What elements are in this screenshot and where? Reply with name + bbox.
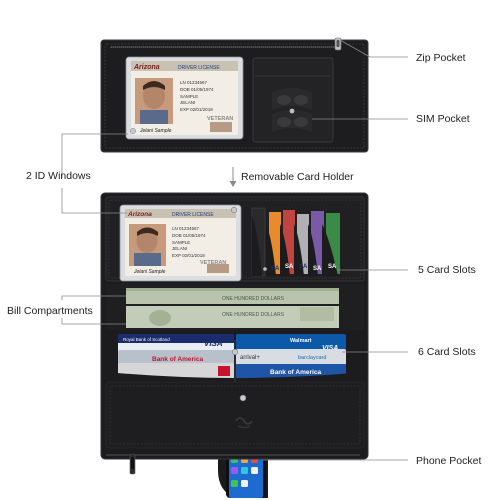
snap-button-icon[interactable] xyxy=(239,394,247,402)
card-brand: SA xyxy=(285,264,294,270)
card-brand: arrival+ xyxy=(240,355,260,361)
id-last-name: SAMPLE xyxy=(172,240,190,245)
id-type: DRIVER LICENSE xyxy=(178,65,220,71)
card-brand: SA xyxy=(328,264,337,270)
callout-line-id-windows-top xyxy=(61,133,128,178)
id-window-top: Arizona DRIVER LICENSE LN 01234567 DOB 0… xyxy=(125,56,244,140)
label-sim-pocket: SIM Pocket xyxy=(416,113,470,125)
svg-text:Jelani Sample: Jelani Sample xyxy=(139,128,172,134)
card-brand: SA xyxy=(313,266,322,272)
id-type: DRIVER LICENSE xyxy=(172,212,214,218)
callout-line-id-windows xyxy=(61,188,127,214)
card-brand: Royal Bank of Scotland xyxy=(123,337,170,342)
banknote xyxy=(126,306,339,328)
card-brand: VISA xyxy=(204,339,223,348)
svg-text:DOB 01/05/1974: DOB 01/05/1974 xyxy=(180,87,214,92)
bill-text: ONE HUNDRED DOLLARS xyxy=(222,296,285,302)
card-brand: Walmart xyxy=(290,338,312,344)
id-first-name: JELANI xyxy=(172,246,187,251)
id-veteran: VETERAN xyxy=(207,116,233,122)
svg-text:LN 01234567: LN 01234567 xyxy=(180,80,208,85)
svg-text:EXP 02/01/2018: EXP 02/01/2018 xyxy=(172,253,205,258)
callout-line-bill-top xyxy=(61,295,126,300)
id-veteran: VETERAN xyxy=(200,260,226,266)
callout-lines xyxy=(61,39,408,461)
five-card-slots: SA SA SA SA SA xyxy=(251,207,340,277)
wallet-flap xyxy=(105,381,365,449)
callout-line-bill-bottom xyxy=(61,318,126,325)
card: arrival+ barclaycard xyxy=(236,349,346,365)
label-phone-pocket: Phone Pocket xyxy=(416,455,482,467)
svg-text:EXP 02/01/2018: EXP 02/01/2018 xyxy=(180,107,213,112)
snap-button-icon[interactable] xyxy=(130,128,136,134)
svg-text:LN 01234567: LN 01234567 xyxy=(172,226,200,231)
open-wallet: Arizona DRIVER LICENSE LN 01234567 DOB 0… xyxy=(100,192,369,498)
down-arrow-icon xyxy=(229,167,237,187)
sim-holder xyxy=(272,88,312,132)
zip-puller-icon[interactable] xyxy=(129,453,136,475)
id-window-bottom: Arizona DRIVER LICENSE LN 01234567 DOB 0… xyxy=(119,204,242,282)
id-last-name: SAMPLE xyxy=(180,94,198,99)
zip-puller-icon[interactable] xyxy=(334,37,342,51)
svg-text:Jelani Sample: Jelani Sample xyxy=(133,269,166,275)
label-zip-pocket: Zip Pocket xyxy=(416,52,466,64)
id-state: Arizona xyxy=(133,64,160,71)
card-brand: VISA xyxy=(322,345,338,352)
label-5-card-slots: 5 Card Slots xyxy=(418,264,476,276)
label-6-card-slots: 6 Card Slots xyxy=(418,346,476,358)
card-brand: SA xyxy=(271,266,280,272)
snap-button-icon[interactable] xyxy=(231,348,239,356)
removable-card-holder: Arizona DRIVER LICENSE LN 01234567 DOB 0… xyxy=(100,37,369,153)
id-first-name: JELANI xyxy=(180,100,195,105)
banknote xyxy=(126,288,339,304)
sim-pocket xyxy=(252,57,334,143)
card-brand: barclaycard xyxy=(298,355,326,361)
brand-logo-icon xyxy=(235,417,253,429)
id-state: Arizona xyxy=(127,211,152,218)
callout-line-zip xyxy=(339,39,408,58)
label-id-windows: 2 ID Windows xyxy=(26,170,91,182)
card-brand: SA xyxy=(299,264,308,270)
label-bill-compartments: Bill Compartments xyxy=(7,305,93,317)
bill-text: ONE HUNDRED DOLLARS xyxy=(222,312,285,318)
snap-button-icon[interactable] xyxy=(230,206,238,214)
bill-compartments: ONE HUNDRED DOLLARS ONE HUNDRED DOLLARS xyxy=(106,284,364,330)
card-brand: Bank of America xyxy=(270,369,321,376)
six-card-slots: Royal Bank of Scotland VISA Walmart VISA… xyxy=(106,330,364,382)
card-brand: Bank of America xyxy=(152,356,203,363)
svg-text:DOB 01/05/1974: DOB 01/05/1974 xyxy=(172,233,206,238)
label-removable-card-holder: Removable Card Holder xyxy=(241,171,354,183)
